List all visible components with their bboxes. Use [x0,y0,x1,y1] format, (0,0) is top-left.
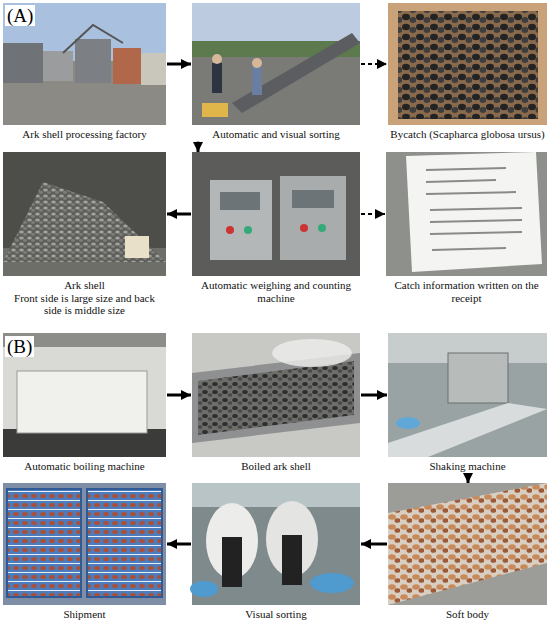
photo-soft-body [388,483,547,605]
shells [398,11,538,119]
tray [87,489,162,597]
panel-label: (B) [5,336,34,357]
apron [282,535,302,585]
button [244,226,252,234]
dashed-arrow [361,213,385,215]
background [3,333,166,457]
background [3,483,166,605]
photo-boiling-machine [3,333,166,457]
photo-bycatch [388,3,547,125]
flow-arrow [167,394,191,397]
building [75,39,111,83]
apron [222,537,242,587]
photo-shipment [3,483,166,605]
machine-panel [210,180,272,260]
flow-arrow [361,394,387,397]
photo-panel: Boiled ark shell [192,333,360,474]
boiler [17,371,147,433]
conveyor [192,353,360,443]
photo-caption: Catch information written on the receipt [386,279,547,304]
photo-boiled-shell [192,333,360,457]
display [220,192,260,210]
flow-arrow [167,543,191,546]
worker [212,63,222,93]
shells [198,361,354,435]
photo-panel: Automatic weighing and counting machine [192,152,360,305]
photo-caption: Shaking machine [388,460,547,473]
button [318,224,326,232]
photo-panel: Shipment [3,483,166,622]
photo-caption: Bycatch (Scapharca globosa ursus) [388,128,547,141]
photo-visual-sorting [190,483,360,605]
sky [3,3,166,125]
container [113,48,141,84]
photo-caption: Shipment [3,608,166,621]
basin [396,417,420,429]
panel-label: (A) [5,5,35,26]
photo-panel: Ark shellFront side is large size and ba… [3,152,166,318]
flow-arrow [361,543,387,546]
box [388,3,547,125]
basin [310,573,354,593]
photo-caption: Soft body [388,608,547,621]
photo-receipt [386,152,547,276]
conveyor [388,403,547,457]
photo-factory [3,3,166,125]
flow-arrow [197,142,200,152]
basin [190,581,218,597]
button [226,226,234,234]
photo-weighing-machine [192,152,360,276]
background [3,152,166,276]
photo-sorting [192,3,360,125]
photo-caption: Automatic boiling machine [3,460,166,473]
machine-panel [280,176,346,260]
photo-caption: Ark shell processing factory [3,128,166,141]
photo-caption: Ark shell [3,279,166,292]
photo-caption: Automatic weighing and counting machine [192,279,360,304]
receipt-lines [426,168,522,250]
steam [272,339,352,367]
background [192,152,360,276]
flow-arrow [467,474,470,483]
display [292,190,334,208]
bucket [125,236,149,258]
photo-panel: Soft body [388,483,547,622]
soft-bodies [388,483,547,605]
photo-caption: Automatic and visual sorting [192,128,360,141]
worker [252,67,262,95]
worker [252,58,262,68]
building [141,53,166,85]
flow-arrow [167,63,191,66]
photo-panel: Bycatch (Scapharca globosa ursus) [388,3,547,142]
building [3,43,43,83]
conveyor [232,33,360,113]
wall [192,483,360,507]
photo-panel: Automatic and visual sorting [192,3,360,142]
photo-panel: Visual sorting [192,483,360,622]
sky [192,3,360,125]
machine [448,353,508,403]
building [43,51,73,81]
flow-arrow [167,213,191,216]
tray [7,489,81,597]
photo-caption: Boiled ark shell [192,460,360,473]
photo-caption: Front side is large size and back side i… [3,292,166,317]
photo-caption: Visual sorting [192,608,360,621]
basket [202,103,228,117]
photo-panel: Shaking machine [388,333,547,474]
photo-shaking-machine [388,333,547,457]
button [300,224,308,232]
shell-pile [3,182,166,262]
photo-panel: Catch information written on the receipt [386,152,547,305]
photo-shell-pile [3,152,166,276]
background [388,483,547,605]
background [192,333,360,457]
receipt-paper [406,152,542,272]
dashed-arrow [361,63,387,65]
printer [386,152,547,276]
background [388,333,547,457]
conveyor [63,25,123,53]
worker [212,54,222,64]
